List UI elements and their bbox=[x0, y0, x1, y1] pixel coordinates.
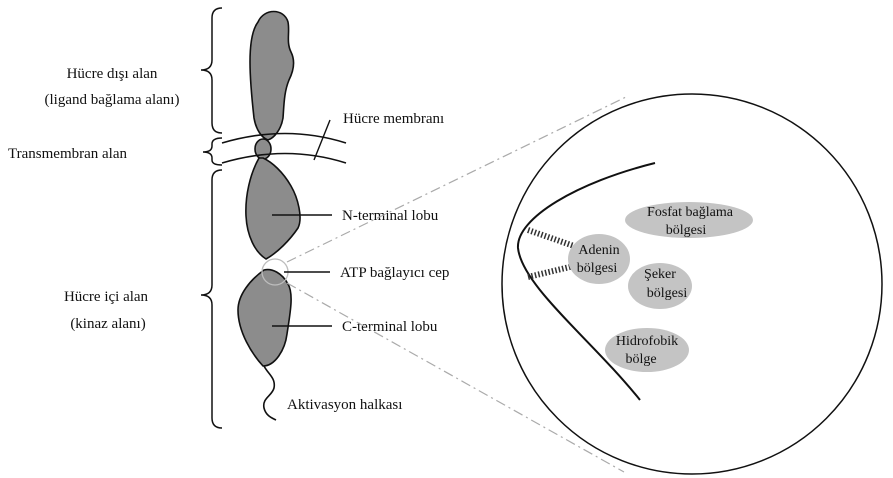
adenine-zone-label-line1: Adenin bbox=[578, 243, 619, 258]
membrane-label: Hücre membranı bbox=[343, 111, 444, 127]
intracellular-label-line1: Hücre içi alan bbox=[64, 289, 149, 305]
sugar-zone-label-line1: Şeker bbox=[644, 267, 676, 282]
n-lobe-label: N-terminal lobu bbox=[342, 208, 439, 224]
adenine-zone bbox=[568, 234, 630, 284]
intracellular-label-line2: (kinaz alanı) bbox=[70, 316, 145, 332]
extracellular-label-line1: Hücre dışı alan bbox=[67, 66, 158, 82]
c-terminal-lobe-shape bbox=[238, 270, 291, 366]
adenine-zone-label-line2: bölgesi bbox=[577, 261, 618, 276]
activation-loop-shape bbox=[264, 366, 276, 420]
pocket-zoom-circle bbox=[502, 94, 882, 474]
phosphate-zone-label-line1: Fosfat bağlama bbox=[647, 205, 734, 220]
c-lobe-label: C-terminal lobu bbox=[342, 319, 438, 335]
membrane-outer-line bbox=[222, 134, 346, 144]
phosphate-zone-label-line2: bölgesi bbox=[666, 223, 707, 238]
transmembrane-label: Transmembran alan bbox=[8, 146, 128, 162]
membrane-inner-line bbox=[222, 154, 346, 164]
n-terminal-lobe-shape bbox=[246, 158, 300, 259]
extracellular-domain-shape bbox=[250, 12, 293, 141]
hydrophobic-zone-label-line2: bölge bbox=[625, 352, 656, 367]
hydrophobic-zone-label-line1: Hidrofobik bbox=[616, 334, 678, 349]
membrane-pointer-line bbox=[314, 120, 330, 160]
brace-transmembrane bbox=[203, 138, 222, 165]
brace-intracellular bbox=[201, 170, 222, 428]
extracellular-label-line2: (ligand bağlama alanı) bbox=[45, 92, 180, 108]
receptor-protein bbox=[238, 12, 300, 421]
atp-pocket-label: ATP bağlayıcı cep bbox=[340, 265, 449, 281]
activation-loop-label: Aktivasyon halkası bbox=[287, 397, 402, 413]
sugar-zone-label-line2: bölgesi bbox=[647, 286, 688, 301]
brace-extracellular bbox=[201, 8, 222, 133]
